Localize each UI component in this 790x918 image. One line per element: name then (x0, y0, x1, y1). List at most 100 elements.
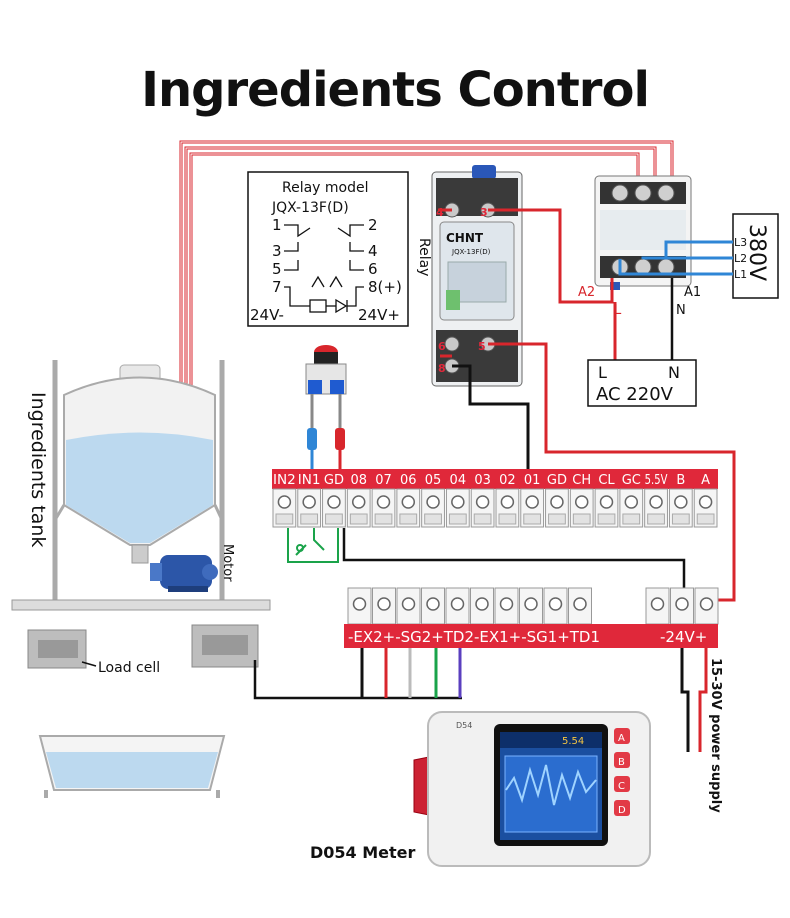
meter-label: D054 Meter (310, 843, 416, 862)
terminal-top-label: 03 (474, 473, 491, 488)
terminal-top-17 (668, 488, 693, 528)
terminal-top-label: CL (598, 473, 615, 488)
relay-pin-3: 3 (272, 242, 282, 260)
terminal-top-14 (594, 488, 619, 528)
relay-terminal-3: 3 (480, 206, 488, 219)
load-cell-right (191, 624, 259, 668)
relay-terminal-6: 6 (438, 340, 446, 353)
terminal-top-label: 01 (524, 473, 541, 488)
ingredients-tank (11, 360, 271, 611)
power-380-value: 380V (744, 224, 769, 281)
terminal-top-label: 06 (400, 473, 417, 488)
terminal-bottom-11 (645, 587, 670, 625)
input-switch (287, 528, 339, 563)
relay-model-part: JQX-13F(D) (271, 200, 349, 216)
relay-pin-8: 8(+) (368, 278, 402, 296)
terminal-bottom-5 (445, 587, 470, 625)
button-wires (310, 450, 342, 469)
page-title: Ingredients Control (141, 62, 650, 118)
terminal-top-label: GC (622, 473, 641, 488)
power-380-l2: L2 (734, 252, 747, 265)
meter-button-b[interactable]: B (618, 757, 625, 768)
terminal-top-label: 5.5V (645, 473, 668, 488)
terminal-top-1 (272, 488, 297, 528)
terminal-bottom-1 (347, 587, 372, 625)
terminal-top-10 (495, 488, 520, 528)
terminal-top-5 (371, 488, 396, 528)
meter-display-value: 5.54 (562, 736, 584, 747)
ac-supply-n: N (668, 363, 680, 382)
relay-part: JQX-13F(D) (451, 248, 491, 256)
terminal-top-label: IN1 (298, 473, 321, 488)
gnd-wire (342, 528, 686, 592)
terminal-top-label: 05 (425, 473, 442, 488)
meter-buttons: A B C D (614, 728, 630, 816)
load-cell-left (27, 629, 87, 669)
terminal-top-8 (445, 488, 470, 528)
terminal-bottom-2 (372, 587, 396, 625)
relay-model-title: Relay model (282, 180, 369, 196)
relay-terminal-4: 4 (436, 206, 444, 219)
terminal-top-2 (297, 488, 322, 528)
ac-supply-value: AC 220V (596, 384, 674, 405)
relay-model-box: Relay model JQX-13F(D) 1 3 5 7 2 4 6 8(+… (247, 171, 409, 327)
terminal-top-label: 04 (450, 473, 467, 488)
terminal-bottom-8 (519, 587, 543, 625)
basin (38, 735, 226, 798)
contactor-a2: A2 (578, 285, 595, 300)
relay-label: Relay (416, 238, 432, 276)
relay-schematic-lines (284, 224, 364, 314)
motor (150, 555, 218, 592)
tank-label: Ingredients tank (27, 392, 49, 547)
terminal-top-9 (470, 488, 495, 528)
motor-label: Motor (220, 544, 235, 582)
terminal-bottom-3 (396, 587, 421, 625)
terminal-top-label: 07 (375, 473, 392, 488)
terminal-top-7 (421, 488, 445, 528)
meter-brand: D54 (456, 721, 472, 730)
terminal-bottom-4 (421, 587, 445, 625)
terminal-top-label: IN2 (273, 473, 296, 488)
terminal-bottom-screws (347, 587, 719, 625)
relay-coil-minus: 24V- (250, 306, 284, 324)
contactor-n: N (676, 303, 686, 318)
terminal-bottom-12 (670, 587, 694, 625)
contactor-l: L (614, 303, 622, 318)
power-380-l3: L3 (734, 236, 747, 249)
meter-button-a[interactable]: A (618, 733, 625, 744)
terminal-top-label: CH (572, 473, 591, 488)
relay-pin-1: 1 (272, 216, 282, 234)
relay-terminal-5: 5 (478, 340, 486, 353)
contactor-a1: A1 (684, 285, 701, 300)
terminal-top-label: GD (324, 473, 344, 488)
relay-bottom-wires (440, 342, 736, 602)
terminal-bottom-right-label: -24V+ (660, 628, 707, 646)
meter-button-c[interactable]: C (618, 781, 625, 792)
meter-button-d[interactable]: D (618, 805, 626, 816)
terminal-bottom-9 (543, 587, 568, 625)
terminal-bottom-13 (694, 587, 719, 625)
terminal-top-label: B (676, 473, 685, 488)
push-button (305, 345, 347, 450)
terminal-strip-bottom: -EX2+-SG2+TD2-EX1+-SG1+TD1 -24V+ (344, 587, 719, 648)
relay-pin-7: 7 (272, 278, 282, 296)
relay-brand: CHNT (446, 231, 484, 245)
terminal-bottom-6 (470, 587, 494, 625)
ac-supply-box: L N AC 220V (587, 359, 697, 407)
load-cell-label: Load cell (98, 660, 160, 676)
relay-device: CHNT JQX-13F(D) 4 3 6 5 8 (431, 165, 523, 387)
power-supply-wires (680, 648, 708, 752)
terminal-top-3 (322, 488, 346, 528)
terminal-top-label: 02 (499, 473, 516, 488)
meter-device: D54 5.54 A B C D (413, 711, 651, 867)
relay-coil-plus: 24V+ (358, 306, 400, 324)
terminal-top-18 (693, 488, 718, 528)
ac-supply-l: L (598, 363, 607, 382)
terminal-top-11 (520, 488, 545, 528)
relay-contactor-wires (438, 208, 614, 304)
relay-pin-2: 2 (368, 216, 378, 234)
terminal-top-label: 08 (350, 473, 367, 488)
power-380-box: 380V L3 L2 L1 (732, 213, 779, 299)
